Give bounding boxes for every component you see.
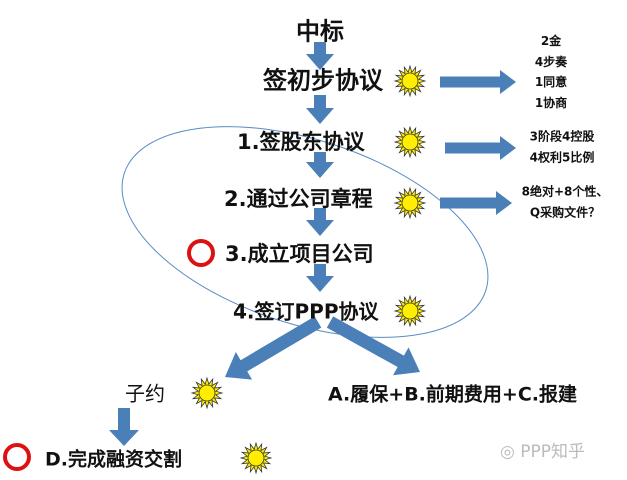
arrow-icon: [306, 264, 334, 292]
step-establish-company: 3.成立项目公司: [225, 242, 374, 266]
step-branch-right: A.履保+B.前期费用+C.报建: [328, 383, 577, 406]
red-ring-icon: [3, 443, 31, 471]
arrow-icon: [440, 191, 512, 215]
note-line: 3阶段4控股: [529, 129, 595, 144]
arrow-icon: [440, 70, 516, 94]
watermark-text: PPP知乎: [520, 442, 586, 462]
step-initial-agreement: 签初步协议: [263, 66, 383, 95]
step-ppp-agreement: 4.签订PPP协议: [233, 299, 379, 324]
arrow-icon: [445, 136, 516, 160]
sun-icon: [393, 294, 427, 328]
step-financing: D.完成融资交割: [45, 448, 182, 471]
step-win-bid: 中标: [296, 17, 344, 46]
step-shareholder-agreement: 1.签股东协议: [237, 130, 365, 154]
note-line: 8绝对+8个性、: [521, 184, 609, 199]
step-sub-contract: 子约: [125, 381, 165, 406]
note-shareholder: 3阶段4控股 4权利5比例: [530, 127, 595, 168]
step-articles: 2.通过公司章程: [224, 187, 373, 211]
note-line: Q采购文件？: [529, 205, 601, 219]
cycle-ellipse: [121, 126, 489, 338]
note-line: 4步奏: [534, 54, 568, 69]
arrow-icon: [306, 152, 334, 178]
sun-icon: [190, 376, 224, 410]
note-line: 2金: [540, 34, 562, 48]
note-line: 1协商: [534, 95, 568, 110]
sun-icon: [393, 125, 427, 159]
sun-icon: [393, 64, 427, 98]
sun-icon: [239, 441, 273, 475]
sun-icon: [393, 186, 427, 220]
arrow-icon: [109, 408, 139, 446]
note-line: 1同意: [534, 75, 568, 89]
note-line: 4权利5比例: [529, 150, 595, 164]
note-articles: 8绝对+8个性、 Q采购文件？: [522, 182, 609, 223]
arrow-icon: [326, 316, 420, 376]
watermark: ◎ PPP知乎: [500, 442, 586, 462]
note-initial: 2金 4步奏 1同意 1协商: [535, 31, 567, 113]
arrow-icon: [225, 316, 322, 380]
arrow-icon: [306, 42, 334, 70]
arrow-icon: [306, 95, 334, 124]
arrow-icon: [306, 208, 334, 236]
red-ring-icon: [187, 239, 215, 267]
